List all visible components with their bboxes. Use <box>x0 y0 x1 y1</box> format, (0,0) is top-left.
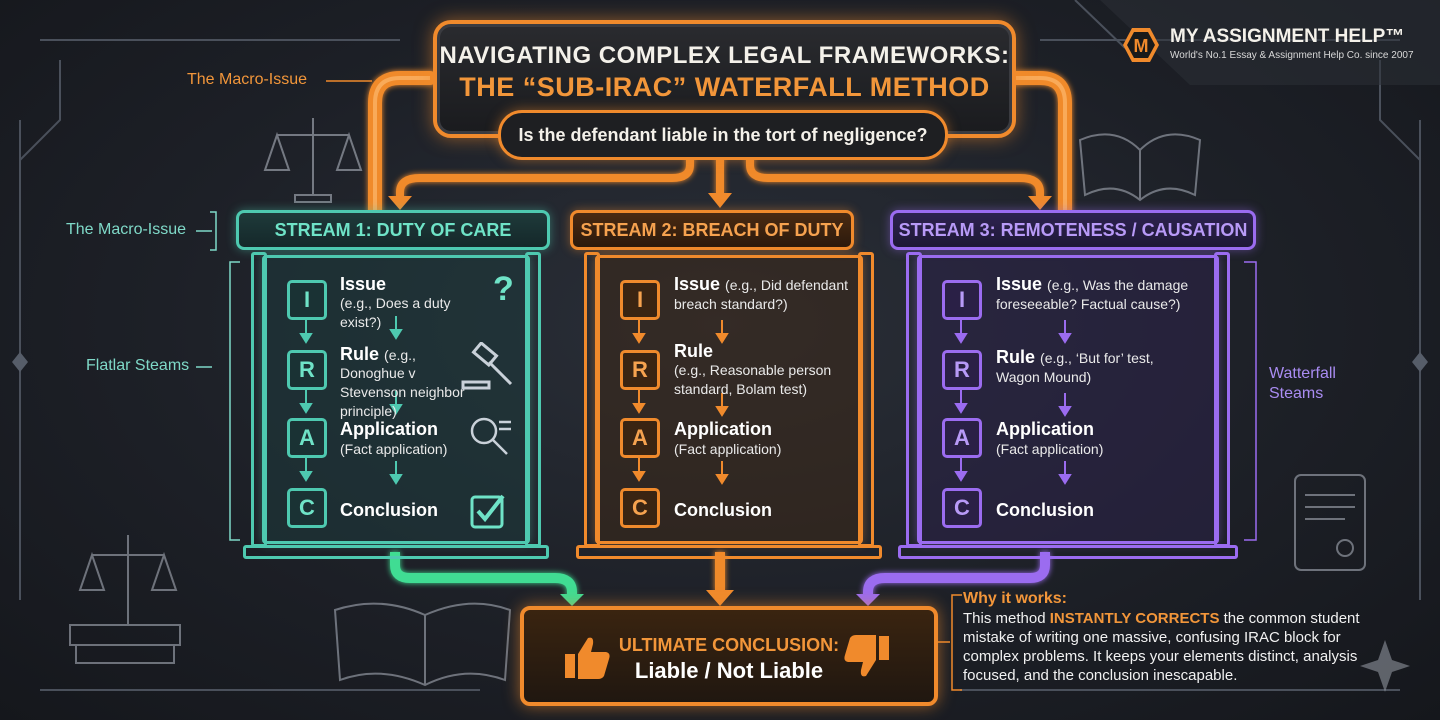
stream-1-letter-i: I <box>287 280 327 320</box>
stream-2-issue-title-text: Issue <box>674 274 721 294</box>
magnifier-icon <box>470 417 511 455</box>
ultimate-conclusion-box: ULTIMATE CONCLUSION: Liable / Not Liable <box>520 606 938 706</box>
stream-2-issue-title-suffix: (e.g., Did defendant <box>725 277 849 293</box>
stream-1-application-title: Application <box>340 419 438 439</box>
stream-3-issue-title-suffix: (e.g., Was the damage <box>1047 277 1189 293</box>
stream-2-issue-desc: breach standard?) <box>674 296 788 312</box>
stream-3-letter-c: C <box>942 488 982 528</box>
gavel-icon <box>461 342 513 390</box>
why-body-pre: This method <box>963 610 1050 627</box>
sparkle-icon <box>1360 640 1410 692</box>
why-it-works-body: This method INSTANTLY CORRECTS the commo… <box>963 609 1383 685</box>
brand-logo-letter: M <box>1134 36 1149 56</box>
stream-1-letter-r: R <box>287 350 327 390</box>
ultimate-conclusion-value: Liable / Not Liable <box>634 658 824 683</box>
stream-3-panel: I Issue (e.g., Was the damage foreseeabl… <box>898 252 1238 559</box>
stream-3-letter-i: I <box>942 280 982 320</box>
stream-2-application-title: Application <box>674 419 772 439</box>
brand-logo-icon: M <box>1123 28 1159 62</box>
stream-1-rule-title: Rule (e.g., <box>340 344 416 365</box>
stream-2-issue-title: Issue (e.g., Did defendant <box>674 274 848 295</box>
stream-3-rule-title-text: Rule <box>996 347 1036 367</box>
stream-3-issue-desc: foreseeable? Factual cause?) <box>996 296 1181 312</box>
stream-3-rule-title-suffix: (e.g., ‘But for’ test, <box>1040 350 1154 366</box>
stream-3-issue-title-text: Issue <box>996 274 1043 294</box>
macro-issue-left-label: The Macro-Issue <box>66 221 187 238</box>
open-book-bottom-icon <box>333 602 512 687</box>
macro-question: Is the defendant liable in the tort of n… <box>498 110 948 160</box>
stream-3-application-title: Application <box>996 419 1094 439</box>
stream-2-letter-i: I <box>620 280 660 320</box>
scales-books-icon <box>69 535 181 664</box>
stream-2-rule-title: Rule <box>674 341 714 361</box>
thumbs-down-icon <box>844 635 889 677</box>
open-book-icon <box>1078 133 1202 202</box>
stream-3-header: STREAM 3: REMOTENESS / CAUSATION <box>890 210 1256 250</box>
brand-tagline: World's No.1 Essay & Assignment Help Co.… <box>1170 50 1414 61</box>
stream-2-application-desc: (Fact application) <box>674 441 782 457</box>
stream-3-issue-title: Issue (e.g., Was the damage <box>996 274 1188 295</box>
macro-issue-top-label: The Macro-Issue <box>187 71 308 88</box>
stream-3-letter-r: R <box>942 350 982 390</box>
stream-3-arrows <box>954 320 1072 485</box>
stream-1-rule-title-suffix: (e.g., <box>384 347 416 363</box>
scales-icon <box>263 118 363 203</box>
title-line-1: NAVIGATING COMPLEX LEGAL FRAMEWORKS: <box>439 42 1010 69</box>
stream-1-letter-a: A <box>287 418 327 458</box>
stream-1-issue-title: Issue <box>340 274 387 294</box>
waterfall-streams-label-2: Steams <box>1269 385 1324 402</box>
waterfall-streams-label-1: Watterfall <box>1269 365 1336 382</box>
stream-2-rule-desc: (e.g., Reasonable person standard, Bolam… <box>674 362 832 397</box>
stream-2-letter-r: R <box>620 350 660 390</box>
brand-name: MY ASSIGNMENT HELP™ <box>1170 26 1405 47</box>
why-body-post: the common student mistake of writing on… <box>963 610 1360 684</box>
stream-2-letter-a: A <box>620 418 660 458</box>
stream-3-conclusion-title: Conclusion <box>996 500 1094 520</box>
stream-2-conclusion-title: Conclusion <box>674 500 772 520</box>
stream-1-rule-title-text: Rule <box>340 344 380 364</box>
scroll-icon <box>1294 474 1366 571</box>
stream-1-issue-desc: (e.g., Does a duty exist?) <box>340 295 451 330</box>
stream-2-arrows <box>632 320 729 485</box>
stream-1-header: STREAM 1: DUTY OF CARE <box>236 210 550 250</box>
question-mark-icon: ? <box>493 270 514 308</box>
why-it-works-title: Why it works: <box>963 590 1068 607</box>
stream-1-arrows <box>299 316 403 485</box>
stream-1-conclusion-title: Conclusion <box>340 500 438 520</box>
flat-streams-label: Flatlar Steams <box>86 357 190 374</box>
stream-1-rule-desc: Donoghue v Stevenson neighbor principle) <box>340 365 465 419</box>
stream-3-letter-a: A <box>942 418 982 458</box>
stream-2-panel: I Issue (e.g., Did defendant breach stan… <box>576 252 882 559</box>
stream-1-application-desc: (Fact application) <box>340 441 448 457</box>
stream-3-application-desc: (Fact application) <box>996 441 1104 457</box>
brand: M MY ASSIGNMENT HELP™ World's No.1 Essay… <box>1122 24 1422 68</box>
stream-2-letter-c: C <box>620 488 660 528</box>
stream-2-header: STREAM 2: BREACH OF DUTY <box>570 210 854 250</box>
title-line-2: THE “SUB-IRAC” WATERFALL METHOD <box>459 72 990 102</box>
why-body-highlight: INSTANTLY CORRECTS <box>1049 610 1220 627</box>
stream-3-rule-title: Rule (e.g., ‘But for’ test, <box>996 347 1154 368</box>
checkbox-icon <box>470 494 505 529</box>
stream-1-letter-c: C <box>287 488 327 528</box>
thumbs-up-icon <box>565 637 610 679</box>
ultimate-conclusion-label: ULTIMATE CONCLUSION: <box>618 635 840 655</box>
stream-1-panel: I Issue (e.g., Does a duty exist?) ? R R… <box>243 252 549 559</box>
stream-3-rule-desc: Wagon Mound) <box>996 369 1092 385</box>
